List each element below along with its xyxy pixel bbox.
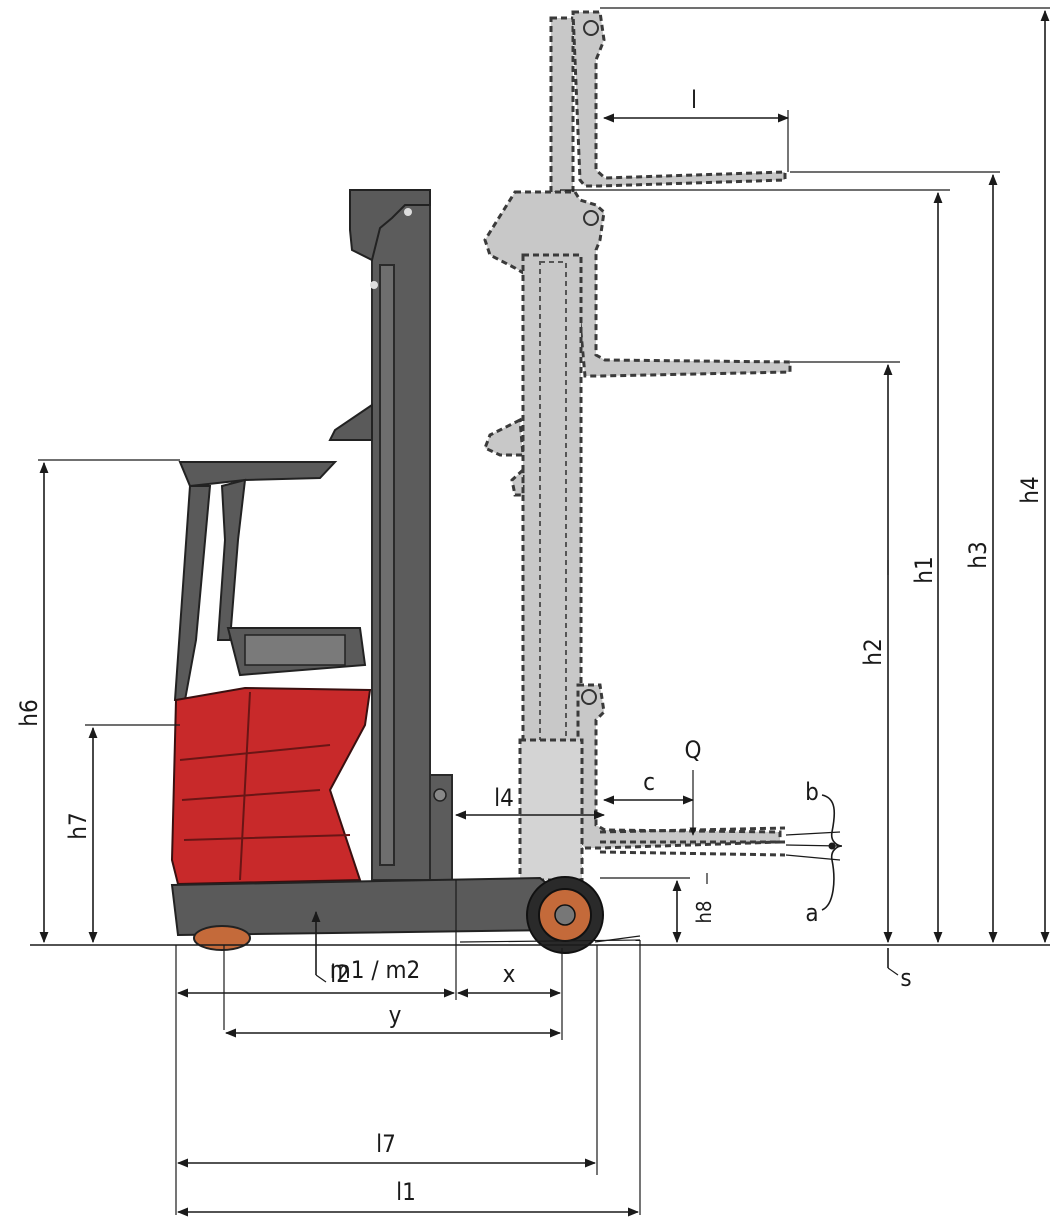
vertical-dimensions-right: [560, 7, 1050, 976]
label-h3: h3: [964, 541, 992, 568]
label-m1-m2: m1 / m2: [330, 956, 421, 984]
reach-truck-body: [170, 189, 641, 954]
label-x: x: [503, 960, 516, 988]
label-h1: h1: [910, 556, 938, 583]
raised-mast-ghost: [483, 10, 792, 882]
label-l4: l4: [494, 784, 514, 812]
label-l: l: [691, 86, 697, 114]
label-y: y: [389, 1001, 402, 1029]
label-l2: l2: [330, 960, 350, 988]
vertical-dimensions-left: [38, 459, 708, 944]
label-Q: Q: [685, 736, 702, 764]
dimension-labels: l h4 h3 h1 h2 h6 h7 h8 Q c l4 b a s m1 /…: [15, 86, 1044, 1206]
label-l1: l1: [396, 1178, 416, 1206]
label-a: a: [805, 899, 818, 927]
label-h8: h8: [692, 901, 716, 924]
load-dimensions: [454, 110, 843, 911]
label-h7: h7: [64, 812, 92, 839]
label-l7: l7: [376, 1130, 396, 1158]
label-h2: h2: [859, 638, 887, 665]
label-b: b: [805, 778, 819, 806]
label-h4: h4: [1016, 476, 1044, 503]
label-c: c: [643, 768, 655, 796]
label-h6: h6: [15, 699, 43, 726]
label-s: s: [900, 964, 911, 992]
horizontal-dimensions: [175, 880, 641, 1217]
